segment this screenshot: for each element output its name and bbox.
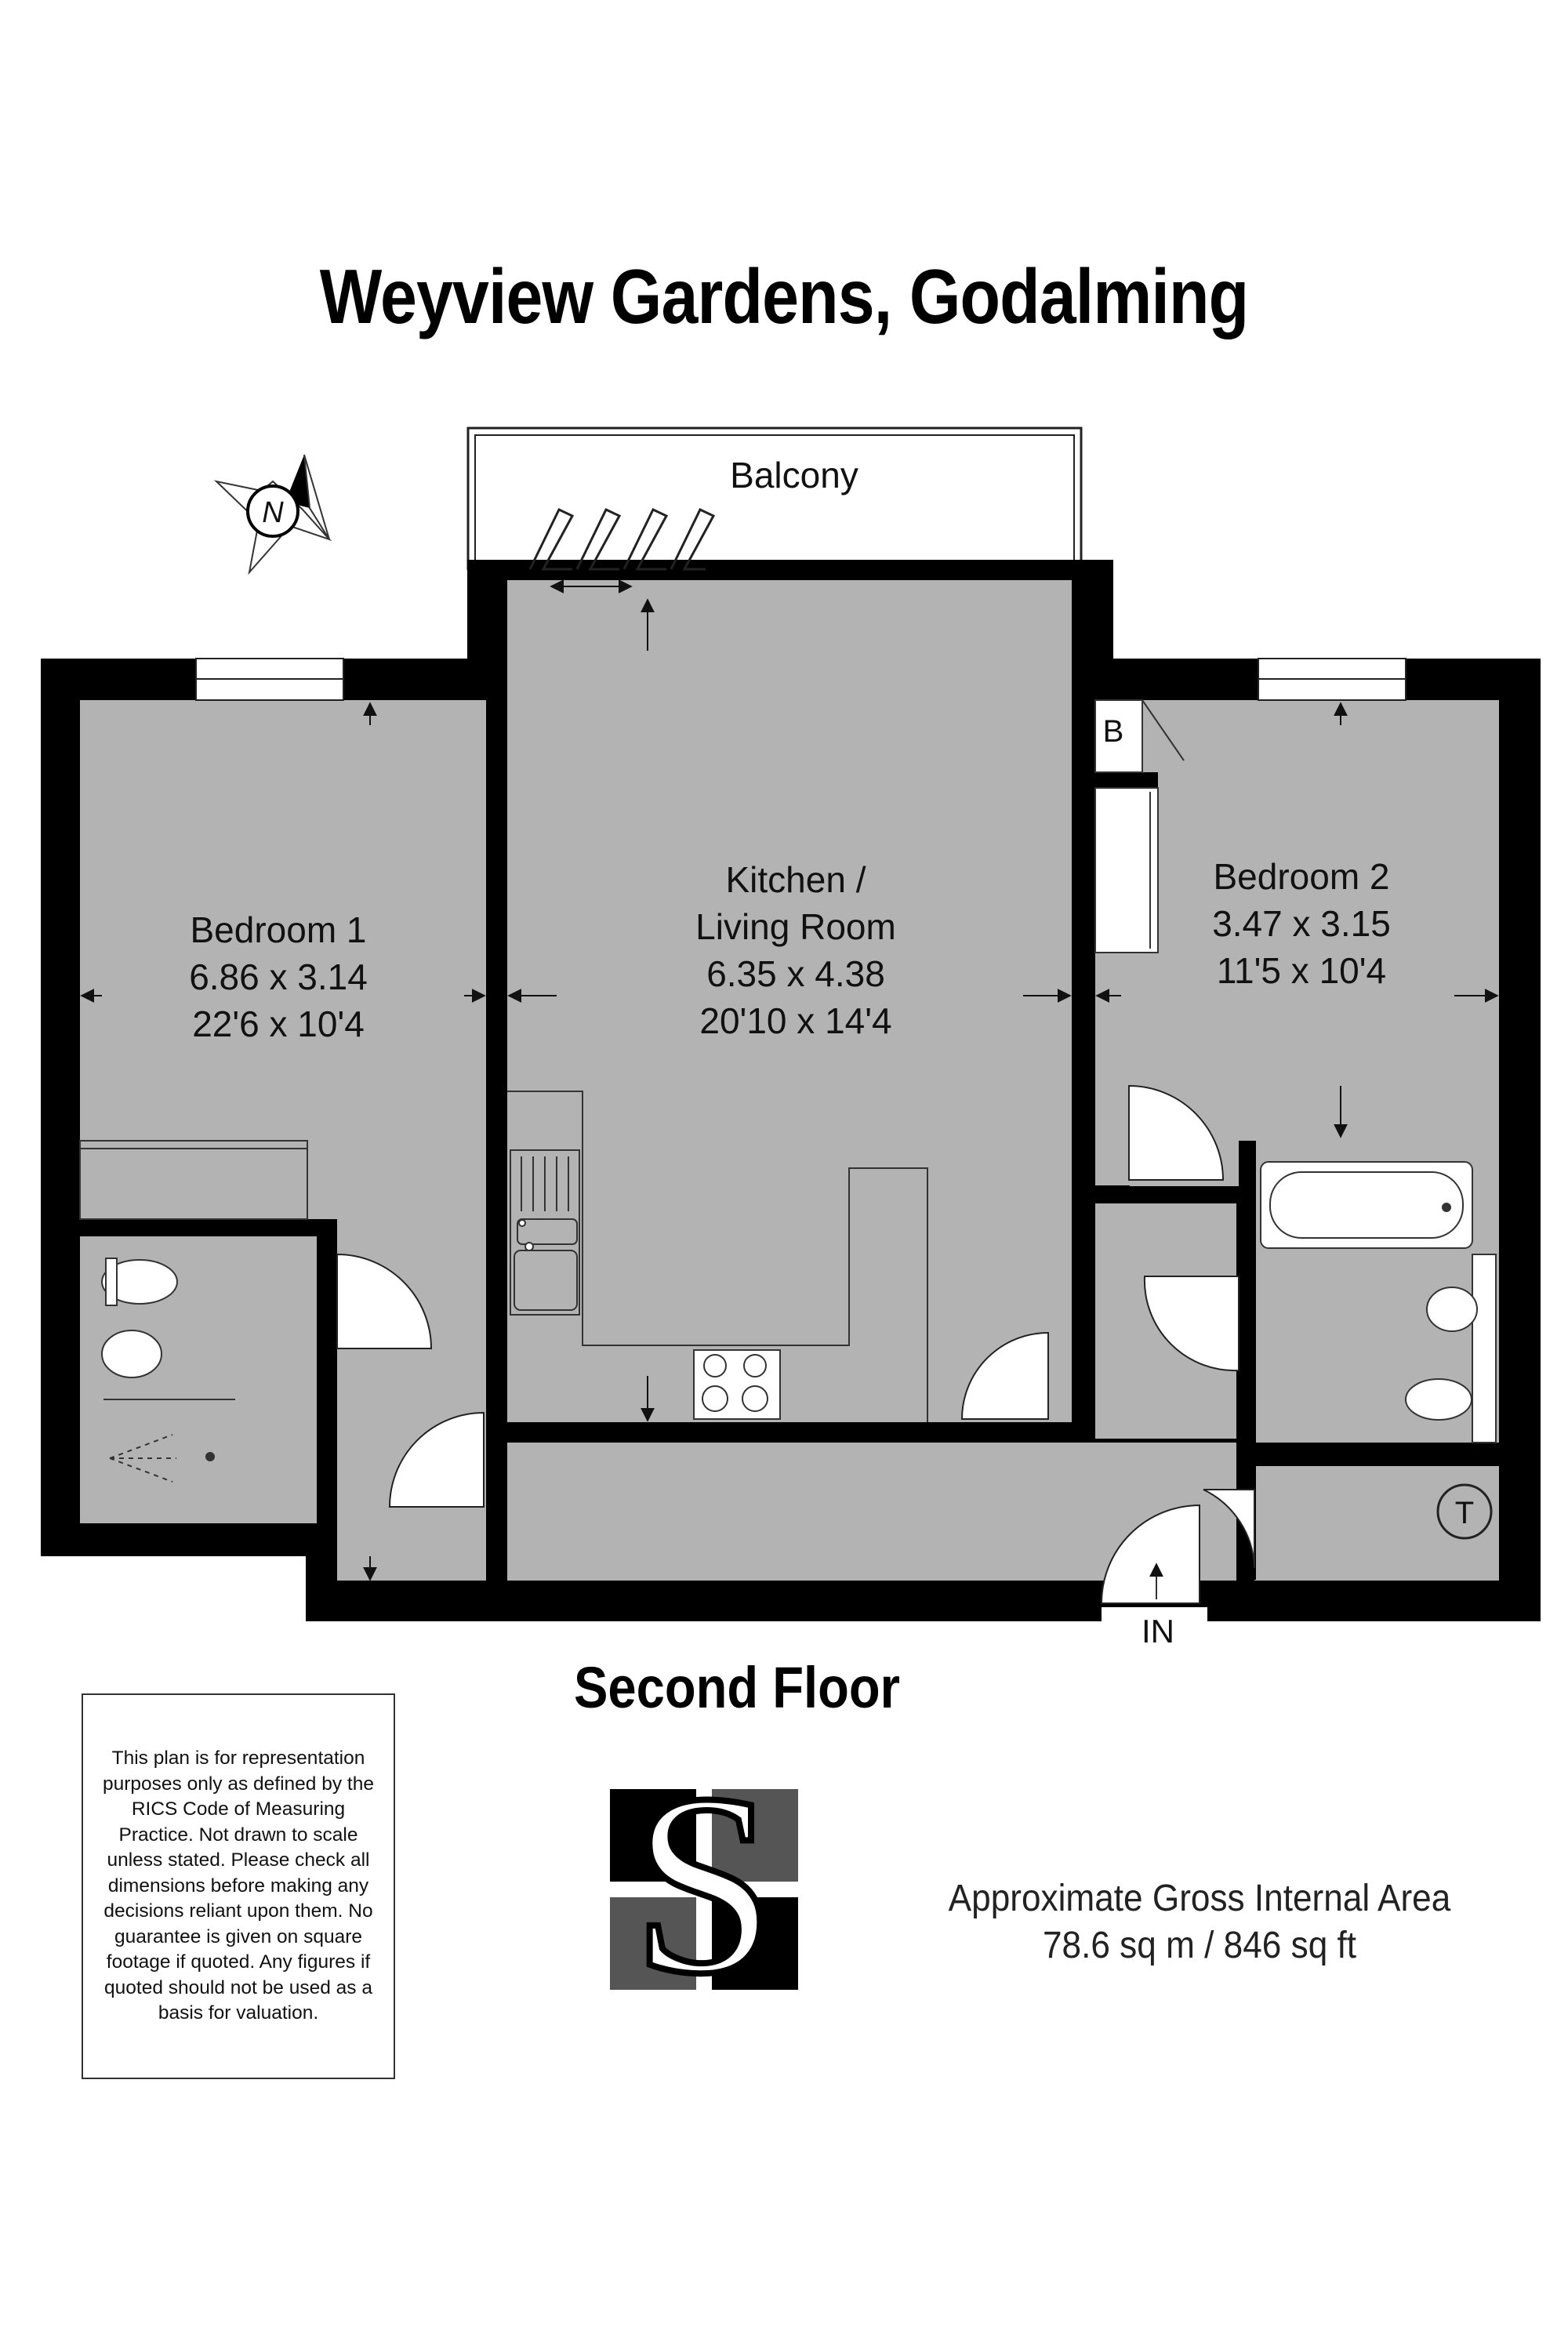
bedroom-2-metric: 3.47 x 3.15 — [1212, 903, 1391, 944]
ensuite-fixtures — [101, 1258, 235, 1483]
front-door — [1100, 1504, 1200, 1604]
internal-walls — [80, 596, 1499, 1581]
room-labels: Balcony Bedroom 1 6.86 x 3.14 22'6 x 10'… — [189, 455, 1391, 1044]
kitchen-floor — [507, 580, 1072, 1422]
agency-logo: S — [610, 1789, 798, 2001]
kitchen-metric: 6.35 x 4.38 — [706, 953, 885, 994]
north-compass: N — [213, 454, 332, 575]
disclaimer-box: This plan is for representation purposes… — [82, 1693, 395, 2079]
balcony-label: Balcony — [730, 455, 858, 495]
bedroom-2-door — [1128, 1084, 1225, 1181]
area-heading: Approximate Gross Internal Area — [948, 1878, 1451, 1919]
disclaimer-text: This plan is for representation purposes… — [103, 1748, 374, 2024]
bedroom-1-metric: 6.86 x 3.14 — [189, 956, 368, 997]
ensuite-door — [336, 1253, 433, 1349]
bathroom-fixtures — [1260, 1161, 1497, 1443]
entrance: IN — [1142, 1563, 1174, 1650]
floor-plan: B T IN — [41, 426, 1541, 1650]
floor-label: Second Floor — [573, 1655, 901, 1720]
bedroom-2-label: Bedroom 2 — [1213, 856, 1389, 897]
area-value: 78.6 sq m / 846 sq ft — [1042, 1925, 1357, 1966]
door-swings — [336, 1084, 1255, 1604]
cupboard-door — [1203, 1489, 1255, 1569]
boiler-label: B — [1103, 714, 1124, 749]
kitchen-units — [507, 1091, 928, 1422]
kitchen-label-line1: Kitchen / — [726, 859, 866, 900]
balcony-doors — [528, 508, 716, 571]
bedroom-2-imperial: 11'5 x 10'4 — [1217, 950, 1386, 991]
floor-areas — [80, 580, 1499, 1581]
entrance-label: IN — [1142, 1613, 1174, 1650]
windows — [195, 658, 1406, 701]
bedroom-1-label: Bedroom 1 — [190, 909, 366, 950]
bathroom-door — [1143, 1276, 1240, 1372]
hob — [693, 1349, 781, 1420]
kitchen-door — [960, 1331, 1049, 1420]
bedroom-1-wardrobe — [79, 1140, 308, 1220]
svg-text:S: S — [632, 1789, 776, 2001]
balcony — [466, 426, 1083, 571]
kitchen-imperial: 20'10 x 14'4 — [699, 1000, 891, 1041]
compass-label: N — [262, 496, 284, 529]
bedroom-2-wardrobe — [1094, 787, 1159, 953]
gross-internal-area: Approximate Gross Internal Area 78.6 sq … — [947, 1875, 1452, 1969]
bedroom-1-door — [388, 1411, 485, 1508]
dimension-arrows — [80, 579, 1499, 1581]
tank-label: T — [1455, 1496, 1474, 1530]
tank-cupboard: T — [1436, 1483, 1493, 1540]
plan-title: Weyview Gardens, Godalming — [319, 253, 1249, 339]
boiler-cupboard: B — [1094, 699, 1185, 773]
bedroom-1-imperial: 22'6 x 10'4 — [192, 1004, 365, 1044]
kitchen-label-line2: Living Room — [695, 906, 896, 947]
